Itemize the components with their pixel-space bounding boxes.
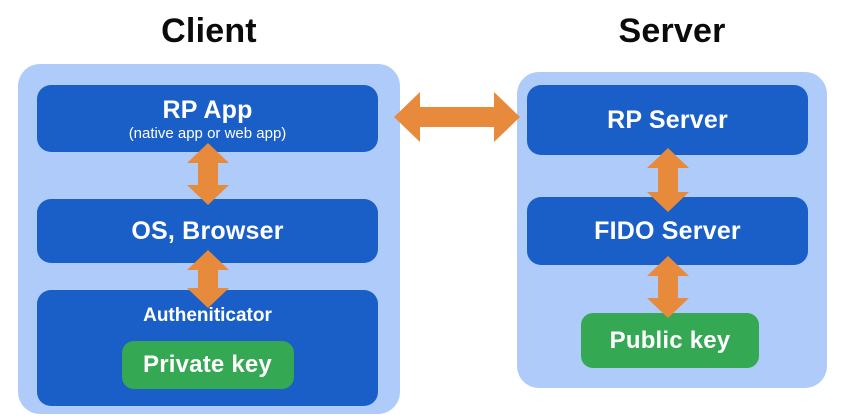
client-server-bidirectional-arrow-icon <box>394 92 520 142</box>
public-key-box: Public key <box>581 313 759 368</box>
client-panel: RP App (native app or web app) OS, Brows… <box>18 64 400 414</box>
private-key-label: Private key <box>143 351 272 378</box>
rp-server-fido-server-arrow-icon <box>647 148 689 212</box>
authenticator-label: Autheniticator <box>143 305 272 326</box>
rp-server-box: RP Server <box>527 85 808 155</box>
fido-server-label: FIDO Server <box>594 217 741 245</box>
public-key-label: Public key <box>609 326 731 354</box>
os-browser-authenticator-arrow-icon <box>187 250 229 308</box>
client-title: Client <box>161 12 257 50</box>
server-title: Server <box>618 12 726 50</box>
rp-app-label: RP App <box>162 95 253 124</box>
private-key-box: Private key <box>121 341 294 389</box>
os-browser-label: OS, Browser <box>131 217 284 245</box>
rp-app-os-browser-arrow-icon <box>187 143 229 205</box>
rp-server-label: RP Server <box>607 106 728 134</box>
authenticator-box: Autheniticator Private key <box>37 290 378 406</box>
rp-app-box: RP App (native app or web app) <box>37 85 378 152</box>
server-panel: RP Server FIDO Server Public key <box>517 72 827 388</box>
rp-app-sublabel: (native app or web app) <box>128 124 287 142</box>
fido-server-public-key-arrow-icon <box>647 256 689 318</box>
